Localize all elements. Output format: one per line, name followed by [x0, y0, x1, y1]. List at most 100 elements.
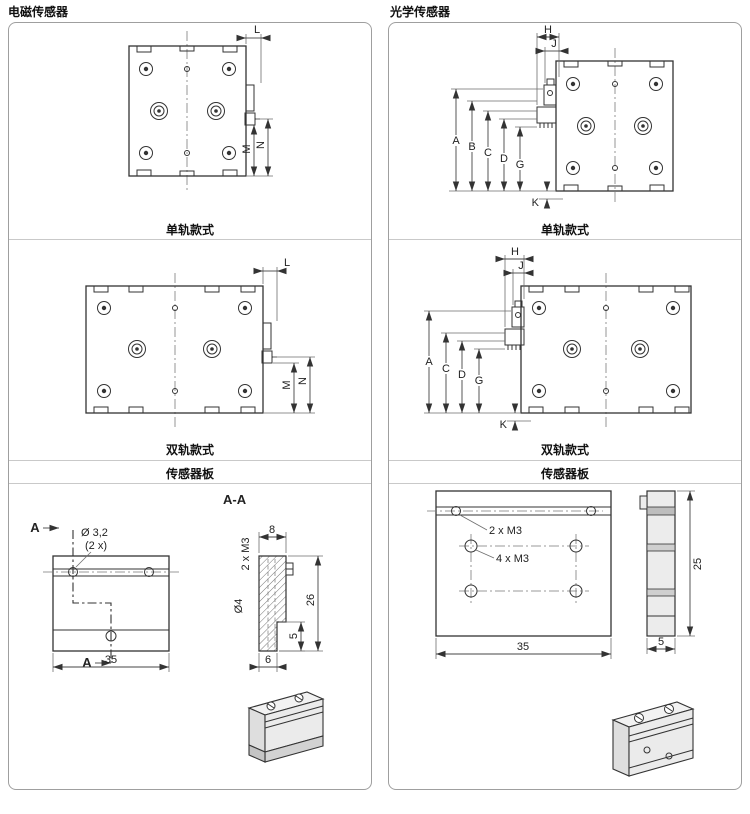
dim-label: 26	[305, 594, 317, 606]
dim-label: G	[516, 159, 525, 171]
dimension-5: 5	[646, 636, 676, 654]
dim-label: N	[255, 141, 267, 149]
dimension-26: 26	[279, 555, 323, 652]
dimension-j: J	[535, 38, 569, 83]
dimension-h: H	[495, 246, 534, 327]
caption-single-rail: 单轨款式	[165, 223, 214, 237]
caption-sensor-plate: 传感器板	[165, 467, 214, 481]
section-divider	[9, 460, 371, 461]
opt-single-rail-drawing: H J A B C	[449, 24, 674, 209]
dim-label: 35	[517, 641, 529, 653]
dim-label: C	[442, 363, 450, 375]
dimension-l: L	[236, 24, 271, 83]
left-dimensions: A C D G	[423, 310, 520, 414]
dim-label: K	[500, 419, 508, 431]
mounting-holes	[566, 77, 663, 175]
em-sensor-plate-drawing: A A Ø 3,2 (2 x) 35 A-A	[30, 492, 325, 763]
right-panel-title: 光学传感器	[390, 5, 451, 19]
dim-hole-label: Ø4	[233, 599, 245, 614]
dim-label: M	[241, 144, 253, 153]
left-panel-title: 电磁传感器	[8, 5, 69, 19]
dim-label: M	[281, 380, 293, 389]
opt-sensor-plate-drawing: 2 x M3 4 x M3 35	[427, 490, 704, 777]
dim-label: L	[254, 24, 260, 36]
section-divider	[389, 239, 741, 240]
dim-label: D	[458, 369, 466, 381]
dim-label: 6	[265, 654, 271, 666]
section-divider	[9, 239, 371, 240]
mounting-holes	[97, 301, 252, 398]
caption-sensor-plate: 传感器板	[540, 467, 589, 481]
dim-label: A	[425, 356, 433, 368]
carriage-top-view	[555, 48, 674, 203]
electromagnetic-sensor-panel: L N M 单轨款式	[8, 22, 372, 790]
dim-label: H	[544, 24, 552, 36]
section-divider	[389, 483, 741, 484]
left-dimensions: A B C D G	[449, 88, 555, 192]
dim-label: J	[551, 38, 557, 50]
carriage-top-view	[85, 273, 264, 427]
dim-label: J	[518, 260, 524, 272]
section-divider	[389, 460, 741, 461]
dim-label: C	[484, 147, 492, 159]
mounting-holes	[139, 62, 236, 160]
em-single-rail-drawing: L N M	[128, 24, 273, 191]
plate-front-view	[427, 490, 612, 637]
plate-section-view	[258, 555, 294, 652]
dim-label: D	[500, 153, 508, 165]
dimension-h: H	[536, 24, 560, 105]
dimension-35: 35	[435, 638, 612, 659]
dim-label: G	[475, 375, 484, 387]
section-label: A-A	[223, 492, 247, 507]
dimension-25: 25	[677, 490, 704, 637]
plate-side-view	[639, 490, 676, 637]
dimension-m: M	[241, 125, 258, 176]
dim-label: 25	[692, 558, 704, 570]
plate-front-view	[43, 530, 179, 663]
callout-diameter: Ø 3,2	[81, 527, 108, 539]
dim-label: B	[468, 141, 475, 153]
sensor-plate-3d-view	[247, 691, 325, 763]
dim-label: A	[452, 135, 460, 147]
dim-label: 8	[269, 524, 275, 536]
dim-label: K	[532, 197, 540, 209]
dimension-8: 8	[258, 524, 287, 553]
dimension-6: 6	[249, 653, 287, 672]
thread-callouts: 2 x M3 4 x M3	[459, 514, 529, 565]
section-divider	[9, 483, 371, 484]
sensor-plate-3d-view	[611, 701, 695, 777]
dimension-5: 5	[279, 621, 305, 652]
caption-dual-rail: 双轨款式	[165, 443, 214, 457]
optical-sensor-bracket	[536, 78, 557, 128]
dim-label: H	[511, 246, 519, 258]
dim-thread-label: 2 x M3	[240, 537, 252, 570]
section-cut-marks: A A	[30, 520, 111, 670]
hole-callout: Ø 3,2 (2 x)	[75, 527, 108, 568]
optical-sensor-bracket	[504, 300, 525, 350]
dim-label: L	[284, 257, 290, 269]
cut-label-top: A	[30, 520, 40, 535]
dim-label: 5	[658, 636, 664, 648]
dimension-n: N	[264, 356, 315, 414]
dimension-k: K	[532, 181, 563, 209]
caption-dual-rail: 双轨款式	[540, 443, 589, 457]
em-dual-rail-drawing: L N M	[85, 257, 315, 427]
dimension-l: L	[253, 257, 290, 321]
dim-label: 35	[105, 654, 117, 666]
callout-qty: (2 x)	[85, 540, 107, 552]
carriage-top-view	[128, 31, 247, 191]
cut-label-bottom: A	[82, 655, 92, 670]
dimension-n: N	[247, 118, 273, 177]
dim-label: 5	[288, 633, 300, 639]
dim-label: N	[297, 377, 309, 385]
opt-dual-rail-drawing: H J A C D	[423, 246, 692, 431]
dimension-k: K	[500, 403, 531, 431]
callout-2xm3: 2 x M3	[489, 525, 522, 537]
mounting-holes	[532, 301, 680, 398]
callout-4xm3: 4 x M3	[496, 553, 529, 565]
optical-sensor-panel: H J A B C	[388, 22, 742, 790]
dimension-35: 35	[52, 653, 170, 672]
carriage-top-view	[520, 273, 692, 427]
dimension-j: J	[503, 260, 534, 305]
